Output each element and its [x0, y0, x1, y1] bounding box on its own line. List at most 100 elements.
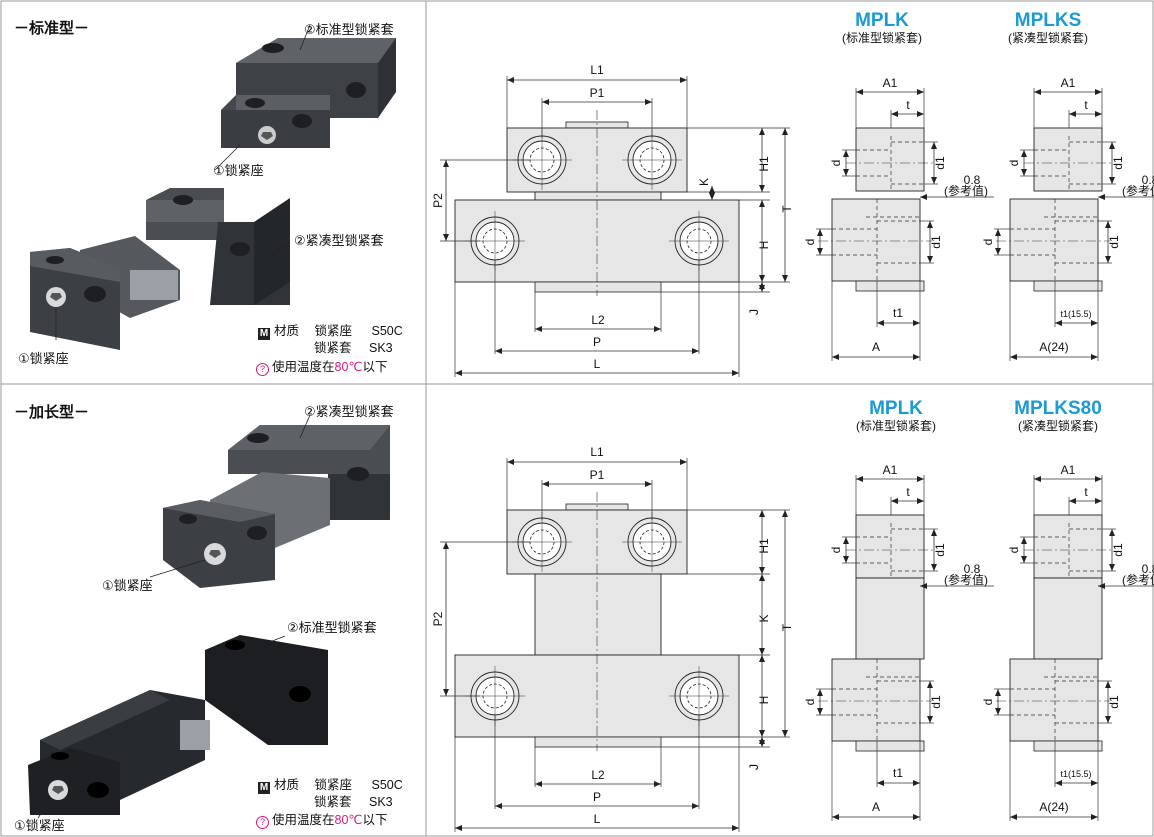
- dimension-label: t1: [893, 766, 903, 780]
- dimension-label: 0.8: [964, 173, 981, 187]
- model-description: (紧凑型锁紧套): [1008, 30, 1088, 45]
- dimension-label: H: [757, 696, 771, 705]
- material-badge: M: [258, 782, 270, 794]
- dimension-label: A(24): [1039, 340, 1068, 354]
- dimension-label: d: [829, 547, 843, 554]
- label-seat: ①锁紧座: [213, 163, 264, 178]
- dimension-label: t: [906, 98, 910, 112]
- dimension-label: L: [594, 812, 601, 826]
- lower-block-side: [831, 198, 921, 282]
- label-seat: ①锁紧座: [14, 818, 65, 833]
- label-standard-sleeve: ②标准型锁紧套: [304, 22, 394, 37]
- temperature-icon: ?: [256, 816, 269, 829]
- dimension-label: (参考值): [1122, 183, 1154, 198]
- middle-body: [534, 573, 662, 656]
- dimension-label: (参考值): [944, 572, 988, 587]
- dimension-label: L: [594, 357, 601, 371]
- dimension-label: d: [981, 699, 995, 706]
- dimension-label: A1: [1061, 463, 1076, 477]
- upper-block-side: [855, 127, 925, 192]
- dimension-label: d: [803, 699, 817, 706]
- label-standard-sleeve: ②标准型锁紧套: [287, 620, 377, 635]
- dimension-label: d: [803, 239, 817, 246]
- lower-block-side: [1009, 658, 1099, 742]
- middle-body: [534, 191, 662, 201]
- model-description: (紧凑型锁紧套): [1018, 418, 1098, 433]
- temperature-note: ?使用温度在80℃以下: [256, 360, 387, 376]
- middle-body-side: [855, 577, 925, 660]
- model-description: (标准型锁紧套): [842, 30, 922, 45]
- upper-block-side: [1033, 514, 1103, 579]
- dimension-label: L2: [591, 313, 605, 327]
- dimension-label: t: [1084, 98, 1088, 112]
- dimension-label: A1: [1061, 76, 1076, 90]
- dimension-label: 0.8: [964, 562, 981, 576]
- dimension-label: 0.8: [1142, 173, 1154, 187]
- dimension-label: A1: [883, 463, 898, 477]
- dimension-label: H: [757, 241, 771, 250]
- side-view: A1 t d d1 0.8(参考值) d d1 t1A: [803, 463, 994, 821]
- dimension-label: d: [1007, 547, 1021, 554]
- dimension-label: (参考值): [944, 183, 988, 198]
- label-compact-sleeve: ②紧凑型锁紧套: [304, 404, 394, 419]
- material-spec-sleeve: 锁紧套 SK3: [314, 795, 393, 809]
- dimension-label: A: [872, 340, 880, 354]
- dimension-label: d1: [929, 235, 943, 249]
- lower-block-side: [1009, 198, 1099, 282]
- dimension-label: d: [1007, 160, 1021, 167]
- dimension-label: P: [593, 335, 601, 349]
- dimension-label: P2: [431, 193, 445, 208]
- dimension-label: t1(15.5): [1060, 769, 1091, 779]
- temperature-icon: ?: [256, 363, 269, 376]
- dimension-label: d1: [1107, 695, 1121, 709]
- dimension-label: A: [872, 800, 880, 814]
- side-view: A1 t d d1 0.8(参考值) d d1 t1(15.5) A(24): [981, 76, 1154, 361]
- dimension-label: d1: [929, 695, 943, 709]
- dimension-label: 0.8: [1142, 562, 1154, 576]
- model-description: (标准型锁紧套): [856, 418, 936, 433]
- section-title-extended: －加长型－: [14, 404, 90, 421]
- dimension-label: K: [697, 178, 711, 186]
- dimension-label: J: [747, 309, 761, 315]
- dimension-label: P1: [590, 468, 605, 482]
- material-spec-sleeve: 锁紧套 SK3: [314, 341, 393, 355]
- dimension-label: d: [829, 160, 843, 167]
- photo-standard-type: [30, 24, 396, 350]
- dimension-label: A1: [883, 76, 898, 90]
- dimension-label: d1: [1111, 543, 1125, 557]
- middle-body-side: [1033, 577, 1103, 660]
- dimension-label: H1: [757, 156, 771, 172]
- upper-block-side: [855, 514, 925, 579]
- dimension-label: t: [1084, 485, 1088, 499]
- dimension-label: A(24): [1039, 800, 1068, 814]
- dimension-label: L1: [590, 445, 604, 459]
- dimension-label: d1: [1107, 235, 1121, 249]
- dimension-label: d1: [1111, 156, 1125, 170]
- key-bottom-side: [1033, 740, 1103, 752]
- model-code: MPLKS80: [1014, 398, 1102, 419]
- dimension-label: L1: [590, 63, 604, 77]
- dimension-label: t1(15.5): [1060, 309, 1091, 319]
- upper-block-side: [1033, 127, 1103, 192]
- lower-block-side: [831, 658, 921, 742]
- dimension-label: H1: [757, 538, 771, 554]
- dimension-label: P2: [431, 611, 445, 626]
- key-bottom: [534, 281, 662, 293]
- dimension-label: d1: [933, 156, 947, 170]
- dimension-label: t: [906, 485, 910, 499]
- dimension-label: P1: [590, 86, 605, 100]
- key-bottom-side: [855, 280, 925, 292]
- dimension-label: K: [757, 614, 771, 622]
- dimension-label: L2: [591, 768, 605, 782]
- dimension-label: d1: [933, 543, 947, 557]
- dimension-label: d: [981, 239, 995, 246]
- key-bottom-side: [855, 740, 925, 752]
